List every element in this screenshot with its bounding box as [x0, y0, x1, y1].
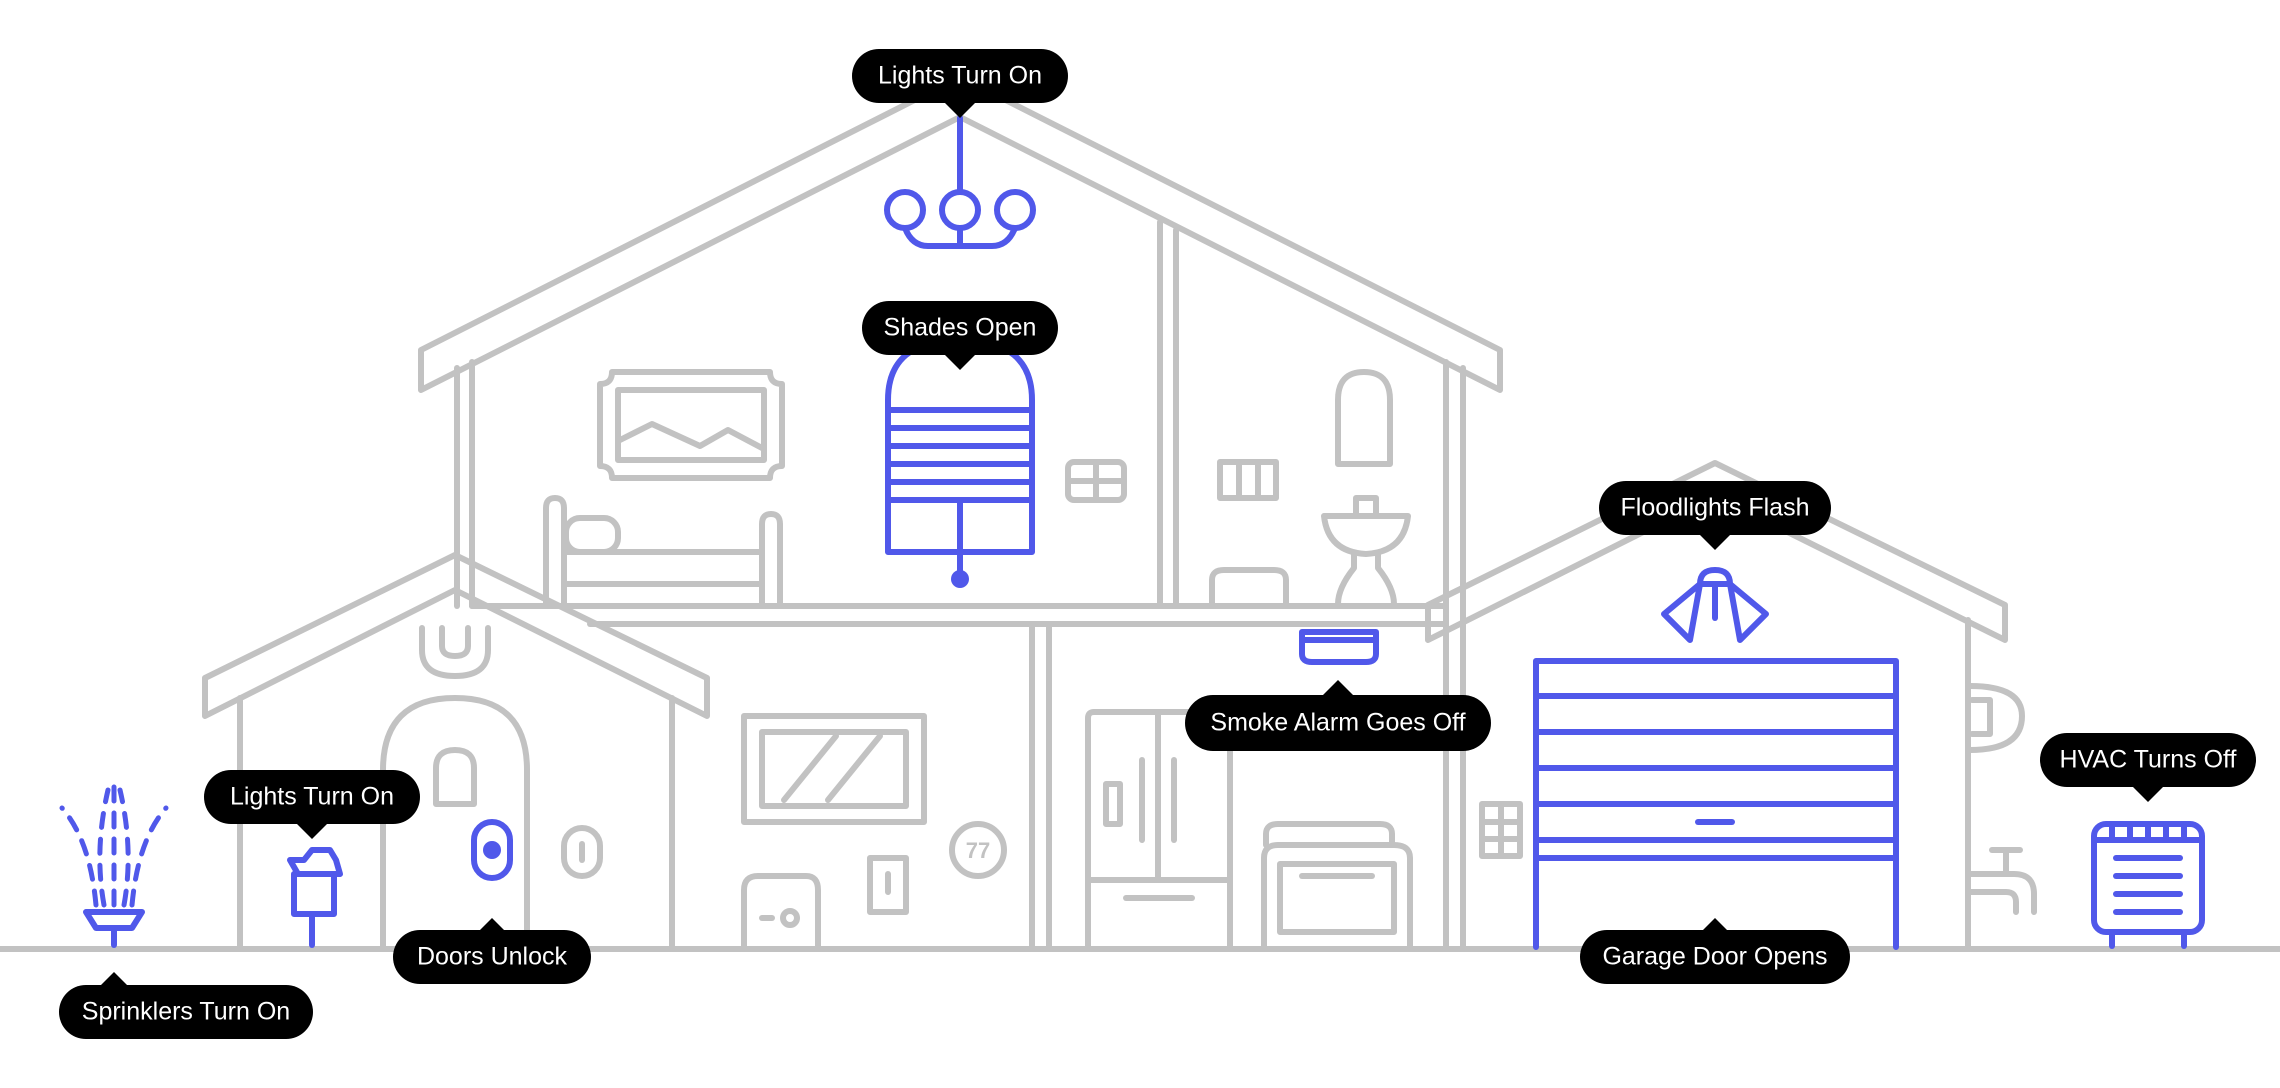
- tooltip-garage-door: Garage Door Opens: [1580, 918, 1850, 984]
- exterior-light: [1967, 683, 2025, 753]
- water-spigot: [1967, 847, 2037, 915]
- sink: [1321, 495, 1411, 607]
- left-annex: [202, 552, 710, 952]
- tooltip-label: HVAC Turns Off: [2060, 746, 2237, 774]
- tooltip-label: Doors Unlock: [417, 943, 568, 971]
- porch-light: [419, 625, 491, 679]
- sprinkler-icon: [59, 777, 169, 948]
- bathroom-cabinet: [1217, 459, 1279, 501]
- door-window: [433, 747, 477, 807]
- small-window: [1065, 459, 1127, 503]
- oven: [1261, 821, 1413, 952]
- annex-roof: [202, 552, 710, 719]
- smart-lock-icon: [471, 819, 513, 881]
- tooltip-label: Smoke Alarm Goes Off: [1210, 709, 1465, 737]
- toilet: [1209, 567, 1289, 607]
- smoke-alarm-icon: [1299, 629, 1379, 665]
- light-switch: [867, 855, 909, 915]
- garage-side-window: [1479, 801, 1523, 859]
- bed: [543, 495, 783, 607]
- tooltip-label: Floodlights Flash: [1621, 494, 1810, 522]
- tooltip-label: Sprinklers Turn On: [82, 998, 290, 1026]
- exterior-light-inner: [1969, 697, 1993, 737]
- tooltip-shades: Shades Open: [862, 301, 1058, 370]
- tooltip-label: Shades Open: [884, 314, 1037, 342]
- tooltip-doors-unlock: Doors Unlock: [393, 918, 591, 984]
- doorbell: [561, 825, 603, 879]
- tooltip-sprinklers: Sprinklers Turn On: [59, 972, 313, 1039]
- porch-light-inner: [439, 625, 471, 659]
- speaker: [741, 873, 821, 952]
- hvac-icon: [2091, 821, 2205, 949]
- tooltip-label: Lights Turn On: [230, 783, 394, 811]
- tooltip-smoke-alarm: Smoke Alarm Goes Off: [1185, 680, 1491, 751]
- chandelier-icon: [884, 115, 1036, 249]
- tooltip-chandelier-lights: Lights Turn On: [852, 49, 1068, 118]
- front-door: [380, 695, 530, 952]
- picture-frame: [597, 369, 785, 481]
- tooltip-label: Garage Door Opens: [1602, 943, 1827, 971]
- tooltip-floodlights: Floodlights Flash: [1599, 481, 1831, 550]
- floodlights-icon: [1661, 567, 1769, 643]
- garage: [1425, 460, 2037, 952]
- tooltip-hvac: HVAC Turns Off: [2040, 733, 2256, 802]
- tv: [741, 713, 927, 825]
- window-shades-icon: [885, 337, 1035, 588]
- lamp-post-icon: [287, 847, 343, 948]
- tooltip-label: Lights Turn On: [878, 62, 1042, 90]
- thermostat-display: 77: [966, 838, 990, 863]
- thermostat: 77: [949, 821, 1007, 879]
- bathroom-mirror: [1335, 369, 1393, 467]
- tooltip-lamp-lights: Lights Turn On: [204, 770, 420, 839]
- garage-door-icon: [1533, 658, 1899, 950]
